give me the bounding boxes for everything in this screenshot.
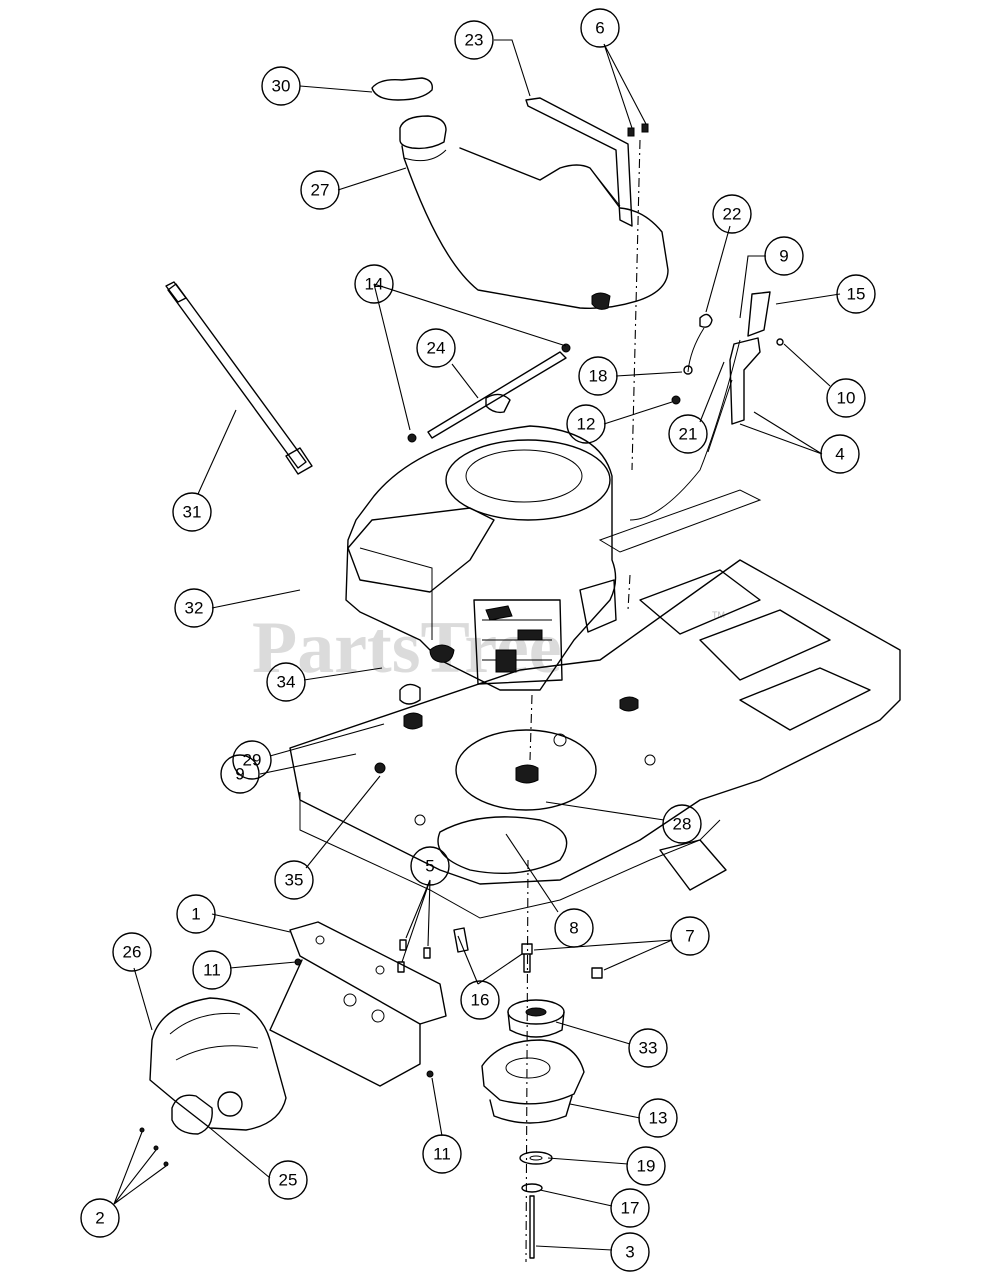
callout-label: 30: [272, 77, 291, 96]
callout-label: 22: [723, 205, 742, 224]
center-axis-line: [525, 139, 641, 1263]
callout-label: 10: [837, 389, 856, 408]
callout: 35: [274, 860, 314, 900]
callout: 23: [454, 20, 494, 60]
callout-label: 34: [277, 673, 296, 692]
callout-label: 5: [425, 857, 434, 876]
callout: 28: [662, 804, 702, 844]
tank-bracket: [525, 97, 649, 227]
muffler: [149, 997, 287, 1135]
callout: 16: [460, 980, 500, 1020]
callout-label: 21: [679, 425, 698, 444]
engine: [345, 393, 617, 691]
callout: 4: [820, 434, 860, 474]
callout: 11: [422, 1134, 462, 1174]
callout-label: 25: [279, 1171, 298, 1190]
callout-label: 4: [835, 445, 844, 464]
callout-label: 24: [427, 339, 446, 358]
callout-label: 23: [465, 31, 484, 50]
callout-label: 17: [621, 1199, 640, 1218]
callout: 27: [300, 170, 340, 210]
callout: 12: [566, 404, 606, 444]
callout-label: 1: [191, 905, 200, 924]
callout: 11: [192, 950, 232, 990]
callout: 30: [261, 66, 301, 106]
callout: 25: [268, 1160, 308, 1200]
callout-label: 6: [595, 19, 604, 38]
callout-label: 9: [235, 765, 244, 784]
callout-label: 31: [183, 503, 202, 522]
callout: 26: [112, 932, 152, 972]
callout: 17: [610, 1188, 650, 1228]
callouts: 23 6 30 27 22 9 15 14 24 18 10 12 21 4 3…: [80, 8, 876, 1272]
watermark-trademark: TM: [712, 610, 725, 620]
bracket-1: [269, 921, 447, 1087]
callout: 34: [266, 662, 306, 702]
callout-label: 13: [649, 1109, 668, 1128]
leader-lines: [113, 39, 841, 1251]
callout: 31: [172, 492, 212, 532]
screws-2: [139, 1127, 169, 1167]
callout-label: 28: [673, 815, 692, 834]
callout: 21: [668, 414, 708, 454]
callout: 14: [354, 264, 394, 304]
callout-label: 33: [639, 1039, 658, 1058]
callout: 10: [826, 378, 866, 418]
callout-label: 19: [637, 1157, 656, 1176]
callout: 22: [712, 194, 752, 234]
callout: 33: [628, 1028, 668, 1068]
callout-label: 32: [185, 599, 204, 618]
callout: 2: [80, 1198, 120, 1238]
callout: 19: [626, 1146, 666, 1186]
callout-label: 11: [203, 961, 221, 980]
callout: 8: [554, 908, 594, 948]
callout: 7: [670, 916, 710, 956]
callout: 5: [410, 846, 450, 886]
throttle-control: [629, 291, 784, 521]
callout-label: 3: [625, 1243, 634, 1262]
callout: 9: [764, 236, 804, 276]
callout: 9: [220, 754, 260, 794]
callout-label: 26: [123, 943, 142, 962]
callout: 1: [176, 894, 216, 934]
callout: 32: [174, 588, 214, 628]
rod-24: [407, 343, 571, 443]
callout-label: 18: [589, 367, 608, 386]
fuel-line: [671, 313, 713, 405]
callout-label: 8: [569, 919, 578, 938]
callout: 24: [416, 328, 456, 368]
callout-label: 27: [311, 181, 330, 200]
fuel-tank: [371, 77, 669, 310]
callout-label: 35: [285, 871, 304, 890]
chassis-frame: [289, 489, 901, 919]
callout-label: 16: [471, 991, 490, 1010]
callout-label: 11: [433, 1145, 451, 1164]
callout: 15: [836, 274, 876, 314]
callout-label: 2: [95, 1209, 104, 1228]
callout: 18: [578, 356, 618, 396]
shaft-31: [165, 281, 313, 475]
callout-label: 12: [577, 415, 596, 434]
callout-label: 9: [779, 247, 788, 266]
callout: 13: [638, 1098, 678, 1138]
callout: 6: [580, 8, 620, 48]
callout-label: 15: [847, 285, 866, 304]
clutch-assembly: [481, 999, 585, 1259]
callout-label: 7: [685, 927, 694, 946]
callout: 3: [610, 1232, 650, 1272]
watermark-text: PartsTree: [252, 607, 562, 689]
callout-label: 14: [365, 275, 384, 294]
